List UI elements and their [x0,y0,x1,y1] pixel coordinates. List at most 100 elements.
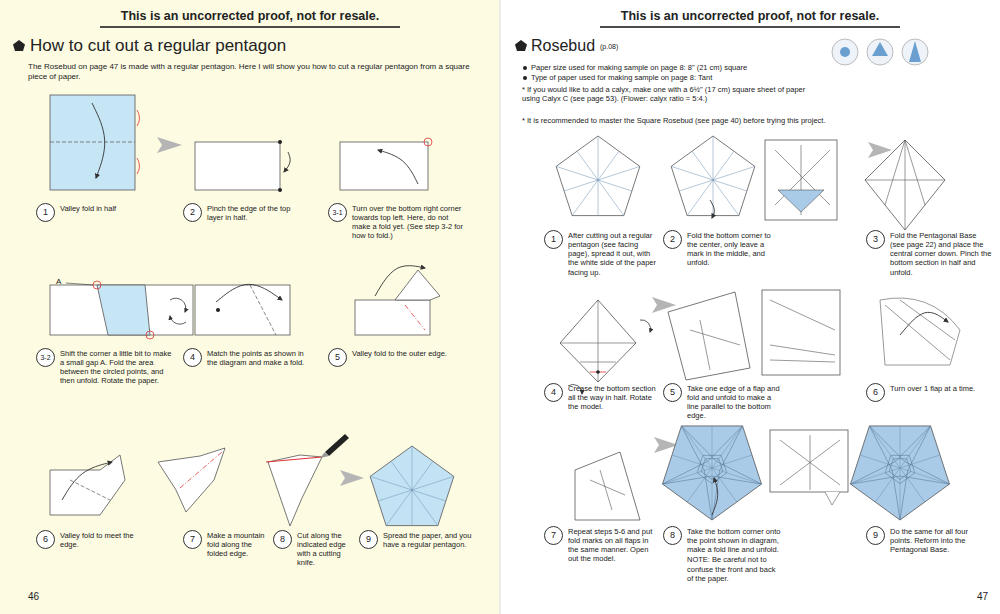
note-text: * If you would like to add a calyx, make… [522,85,822,103]
paper [765,140,837,220]
pentagon-paper [717,462,762,485]
pentagon-paper [663,426,762,520]
fold-line [590,480,625,495]
fold-arrow [710,200,714,218]
step-number: 9 [359,530,378,549]
pentagon-paper [900,470,908,520]
pentagon-paper [663,426,762,520]
step-caption: Make a mountain fold along the folded ed… [207,530,269,558]
fold-line [885,140,905,205]
paper [50,285,193,335]
paper [158,448,225,512]
folded-corner [778,190,824,212]
step-caption: Crease the bottom section all the way in… [568,383,663,411]
technique-icon [902,39,928,65]
step: 5 Take one edge of a flap and fold and un… [663,383,783,421]
step-caption: Do the same for all four points. Reform … [890,526,990,554]
pentagon-paper [712,455,752,468]
step-text: Valley fold to the outer edge. [352,349,452,358]
pentagon-paper [564,180,598,191]
fold-line [885,305,950,360]
knife [320,434,349,458]
step-number: 7 [544,526,563,545]
fold-arrow [378,150,418,184]
heading-bullet [515,40,527,51]
pentagon-paper [572,180,598,216]
pentagon-paper [869,426,900,468]
pentagon-paper [885,455,915,483]
pentagon-paper [663,468,712,484]
fold-line [598,300,599,382]
page-number: 47 [958,591,988,603]
page-heading: How to cut out a regular pentagon [30,36,286,56]
pentagon-paper [556,136,640,216]
paper [355,300,430,335]
step: 3-1Turn over the bottom right corner tow… [328,203,464,241]
cut-line [266,457,322,462]
mountain-fold [405,305,425,330]
pinch-mark [146,331,154,339]
pentagon-paper [851,476,900,484]
step: 1 Valley fold in half [36,203,155,222]
paper [770,430,848,492]
pentagon-paper [391,461,412,490]
pentagon-paper [860,455,900,468]
step-number: 9 [866,526,885,545]
rotate-symbol [170,316,186,324]
step-number: 5 [663,383,682,402]
technique-icon-mark [840,41,921,62]
paper [668,292,750,380]
fold-arrow [375,266,425,296]
fold-line [900,300,955,340]
knife [325,434,349,456]
step-text: Shift the corner a little bit to make a … [60,349,172,386]
step-text: Cut along the indicated edge with a cutt… [297,531,359,568]
step-caption: Valley fold in half [60,203,155,213]
pentagon-paper [713,136,714,180]
step: 7Make a mountain fold along the folded e… [183,530,269,558]
pentagon-paper [851,426,950,520]
step: 6Valley fold to meet the edge. [36,530,135,549]
step: 7 Repeat steps 5-6 and put fold marks on … [544,526,660,564]
fold-line [580,362,616,363]
pentagon-paper [900,426,931,468]
fold-line [880,298,960,365]
step-number: 2 [663,230,682,249]
note-text: * It is recommended to master the Square… [522,116,942,125]
paper [50,455,125,515]
step-number: 3-2 [36,348,55,367]
fold-line [770,360,835,362]
pentagon-paper [598,151,619,180]
paper [195,142,280,190]
step-caption: Repeat steps 5-6 and put fold marks on a… [568,526,660,564]
pentagon-paper [671,136,755,216]
step-number: 5 [328,348,347,367]
point-dot [216,140,600,374]
pentagon-paper [869,426,892,471]
fold-arrow [216,284,282,302]
proof-banner: This is an uncorrected proof, not for re… [50,9,450,24]
step-caption: Turn over 1 flap at a time. [890,383,990,393]
step-number: 4 [183,348,202,367]
rotate-symbol [170,298,186,312]
pentagon-paper [681,426,704,471]
pentagon-paper [663,426,762,520]
pentagon-paper [412,490,438,526]
step-caption: Take the bottom corner onto the point sh… [687,526,783,583]
step: 1After cutting out a regular pentagon (s… [544,230,660,277]
list-bullet [523,76,527,80]
step-arrow [868,142,892,158]
technique-icon-mark [872,42,888,56]
valley-fold [50,142,276,500]
fold-arrow [92,103,105,178]
pentagon-paper [598,180,624,216]
pentagon-paper [386,490,412,526]
pentagon-paper [720,426,743,471]
pentagon-paper [869,426,904,462]
fold-line [825,492,840,505]
paper [50,95,135,190]
pentagon-paper [889,459,911,480]
step-text: Take one edge of a flap and fold and unf… [687,384,783,421]
pentagon-paper [900,455,940,468]
step-number: 1 [36,203,55,222]
